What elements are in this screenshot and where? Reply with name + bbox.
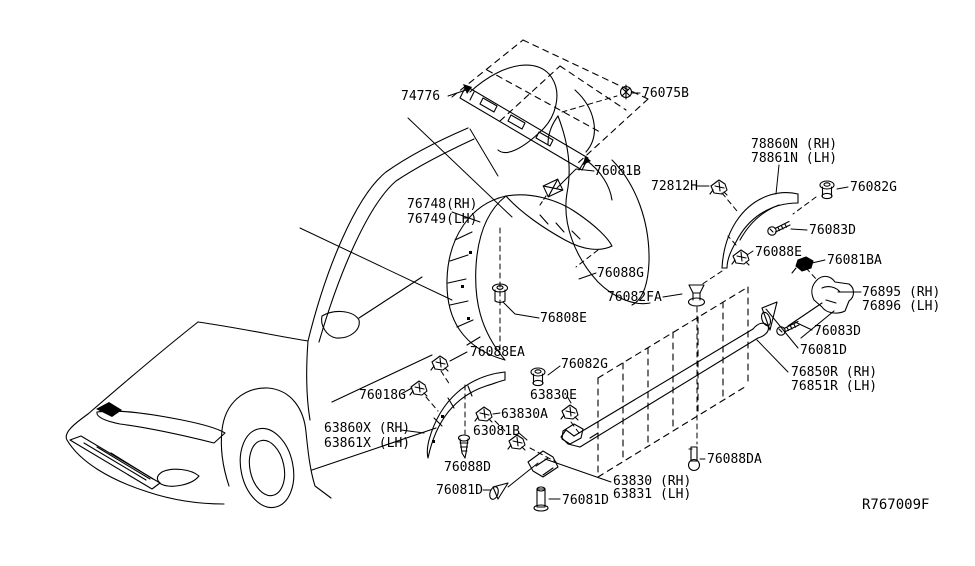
- part-label-74776[interactable]: 74776: [401, 89, 441, 104]
- arch-molding-78860n: [721, 192, 799, 269]
- part-label-63830e[interactable]: 63830E: [530, 388, 577, 403]
- part-label-76018g[interactable]: 76018G: [359, 388, 406, 403]
- fender-protector-rear: [446, 194, 613, 361]
- clip-icon-76018g: [409, 380, 428, 397]
- diagram-ref-code: R767009F: [862, 497, 930, 513]
- part-label-72812h[interactable]: 72812H: [651, 179, 698, 194]
- part-label-63081b[interactable]: 63081B: [473, 424, 520, 439]
- vehicle-outline: [65, 127, 475, 509]
- part-label-76850r-rh[interactable]: 76850R (RH): [791, 365, 878, 380]
- screw-icon-76083d-lower: [776, 320, 800, 336]
- pointer-lines: [299, 117, 513, 301]
- screw-icon-76083d-upper: [767, 220, 791, 236]
- part-label-63861x-lh[interactable]: 63861X (LH): [324, 436, 411, 451]
- part-label-76083d-upper[interactable]: 76083D: [809, 223, 856, 238]
- part-label-76088g[interactable]: 76088G: [597, 266, 644, 281]
- part-label-76082g-upper[interactable]: 76082G: [850, 180, 897, 195]
- fender-protector-front: [426, 371, 506, 459]
- rear-pillar-sketch: [547, 115, 651, 306]
- part-label-78860n-rh[interactable]: 78860N (RH): [751, 137, 838, 152]
- clip-icon-76088ea: [430, 355, 449, 372]
- part-label-76088d[interactable]: 76088D: [444, 460, 491, 475]
- pin-icon-76082fa: [687, 284, 706, 307]
- dashed-connectors: [425, 95, 819, 463]
- clip-icon-63830a: [474, 406, 493, 423]
- part-label-78861n-lh[interactable]: 78861N (LH): [751, 151, 838, 166]
- clip-icon-63830e: [560, 404, 579, 421]
- clip-icon-76075b: [619, 84, 633, 100]
- leader-lines: [400, 89, 862, 500]
- part-label-76896-lh[interactable]: 76896 (LH): [862, 299, 941, 314]
- part-label-76088da[interactable]: 76088DA: [707, 452, 762, 467]
- part-label-76748-rh[interactable]: 76748(RH): [407, 197, 478, 212]
- part-label-63830a[interactable]: 63830A: [501, 407, 548, 422]
- part-label-76088ea[interactable]: 76088EA: [470, 345, 525, 360]
- rivet-icon-76088da: [687, 446, 701, 472]
- grommet-icon-76082g-upper: [819, 180, 835, 200]
- part-label-76851r-lh[interactable]: 76851R (LH): [791, 379, 878, 394]
- screw-icon-76088d: [457, 434, 471, 459]
- part-label-76081b[interactable]: 76081B: [594, 164, 641, 179]
- part-label-76082g-lower[interactable]: 76082G: [561, 357, 608, 372]
- part-label-63830-rh[interactable]: 63830 (RH): [613, 474, 692, 489]
- rocker-grid: [597, 286, 749, 478]
- clip-icon-76081b: [539, 178, 564, 206]
- grommet-icon-76082g-lower: [530, 367, 546, 387]
- part-label-76075b[interactable]: 76075B: [642, 86, 689, 101]
- cone-icon-76081d-right: [760, 301, 778, 331]
- cone-icon-76081d-left: [489, 482, 509, 500]
- part-label-76081d-right[interactable]: 76081D: [800, 343, 847, 358]
- part-label-63831-lh[interactable]: 63831 (LH): [613, 487, 692, 502]
- part-label-76749-lh[interactable]: 76749(LH): [407, 212, 478, 227]
- sill-molding-76850r: [560, 322, 769, 448]
- part-label-76081d-left[interactable]: 76081D: [436, 483, 483, 498]
- clip-icon-76088e: [731, 249, 750, 266]
- part-label-76808e[interactable]: 76808E: [540, 311, 587, 326]
- part-label-76082fa[interactable]: 76082FA: [607, 290, 662, 305]
- part-label-76083d-lower[interactable]: 76083D: [814, 324, 861, 339]
- roof-sketch: [451, 39, 649, 201]
- part-label-76088e[interactable]: 76088E: [755, 245, 802, 260]
- part-label-63860x-rh[interactable]: 63860X (RH): [324, 421, 411, 436]
- part-label-76081d-bottom[interactable]: 76081D: [562, 493, 609, 508]
- part-label-76895-rh[interactable]: 76895 (RH): [862, 285, 941, 300]
- part-label-76081ba[interactable]: 76081BA: [827, 253, 882, 268]
- clip-icon-76081ba: [791, 256, 814, 274]
- clip-icon-72812h: [709, 179, 728, 196]
- cylinder-icon-76081d-bottom: [533, 486, 549, 512]
- bracket-icon-76895: [787, 275, 855, 339]
